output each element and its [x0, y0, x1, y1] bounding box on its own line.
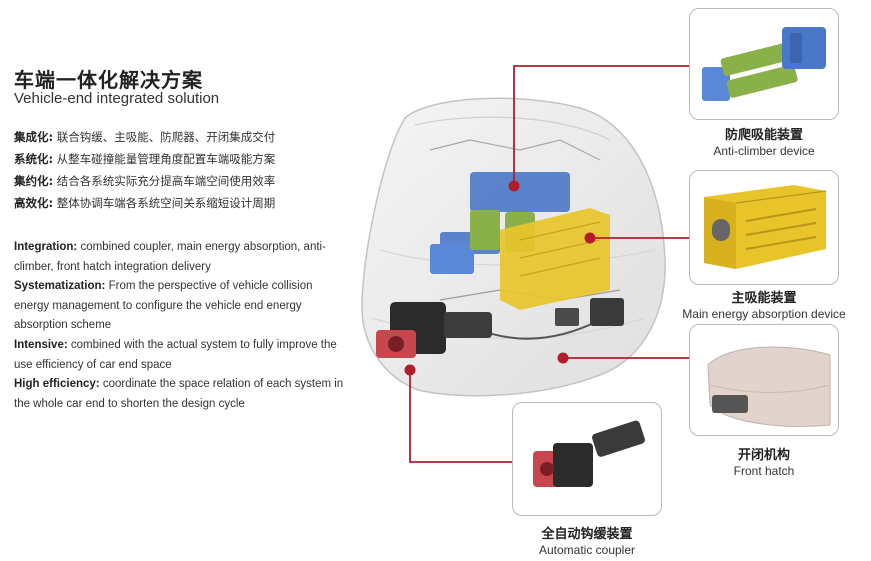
coupler-picture: [533, 420, 645, 487]
coupler-label: 全自动钩缓装置 Automatic coupler: [538, 527, 636, 557]
front-hatch-label: 开闭机构 Front hatch: [733, 448, 795, 478]
en-item: High efficiency: coordinate the space re…: [14, 378, 344, 410]
callout-dot-coupler: [404, 364, 416, 376]
cn-item: 集成化: 联合钩缓、主吸能、防爬器、开闭集成交付: [14, 130, 276, 144]
main-absorber-body: [500, 208, 610, 310]
main-absorber-card: [689, 170, 839, 285]
anti-climber-card: [689, 8, 839, 120]
en-item: Systematization: From the perspective of…: [14, 280, 313, 332]
cn-feature-list: 集成化: 联合钩缓、主吸能、防爬器、开闭集成交付 系统化: 从整车碰撞能量管理角…: [14, 126, 275, 214]
callout-dot-front-hatch: [557, 352, 569, 364]
callout-dot-anti-climber: [508, 180, 520, 192]
cn-item: 系统化: 从整车碰撞能量管理角度配置车端吸能方案: [14, 152, 276, 166]
anti-climber-label: 防爬吸能装置 Anti-climber device: [713, 128, 815, 158]
title-cn: 车端一体化解决方案: [14, 68, 203, 92]
callout-lines: [409, 65, 690, 463]
anti-climber-picture: [702, 27, 826, 101]
cn-item: 高效化: 整体协调车端各系统空间关系缩短设计周期: [14, 196, 276, 210]
en-item: Intensive: combined with the actual syst…: [14, 338, 337, 371]
main-absorber-picture: [704, 185, 827, 269]
front-hatch-card: [689, 324, 839, 436]
en-item: Integration: combined coupler, main ener…: [14, 241, 326, 273]
coupler-card: [512, 402, 662, 516]
anti-climber-body: [470, 172, 570, 212]
cn-item: 集约化: 结合各系统实际充分提高车端空间使用效率: [14, 174, 276, 188]
en-feature-list: Integration: combined coupler, main ener…: [14, 238, 344, 414]
title-en: Vehicle-end integrated solution: [14, 90, 220, 107]
front-hatch-picture: [707, 346, 831, 427]
main-absorber-label: 主吸能装置 Main energy absorption device: [682, 291, 846, 321]
callout-dot-absorber: [584, 232, 596, 244]
